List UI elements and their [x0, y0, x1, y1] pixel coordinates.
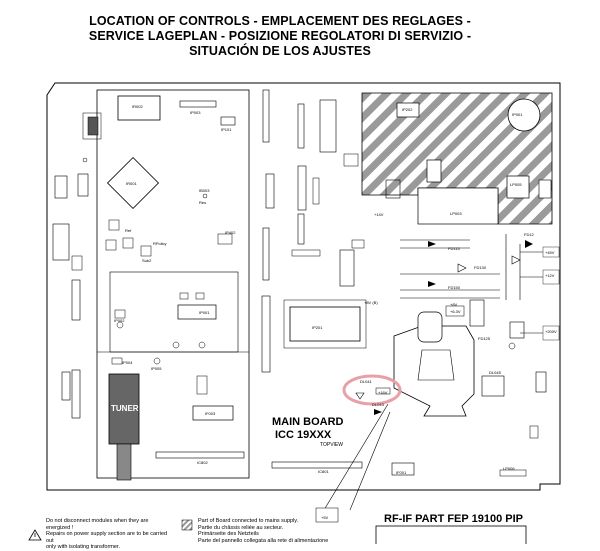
label-v5: +5V [321, 515, 329, 520]
highlight-dl041 [342, 374, 402, 406]
title-line-3: SITUACIÓN DE LOS AJUSTES [189, 44, 371, 58]
label-ip202: IP202 [402, 107, 413, 112]
rf-if-part-label: RF-IF PART FEP 19100 PIP [384, 513, 523, 525]
label-lp003: LP003 [450, 211, 462, 216]
main-board-label: MAIN BOARD ICC 19XXX [272, 416, 344, 442]
label-ip002: IP002 [114, 318, 125, 323]
label-if003: IF003 [205, 411, 216, 416]
rf-if-board [375, 525, 527, 544]
warning-note: Do not disconnect modules when they are … [46, 518, 174, 551]
mains-note-1: Part of Board connected to mains supply. [198, 518, 299, 524]
label-ic801: IC801 [318, 469, 329, 474]
label-v8: +8V [450, 302, 458, 307]
tuner-label: TUNER [111, 404, 139, 413]
title-line-1: LOCATION OF CONTROLS - EMPLACEMENT DES R… [89, 14, 471, 28]
label-ip101: IP101 [221, 127, 232, 132]
label-ib003: IB003 [199, 188, 210, 193]
label-ip003: IP003 [190, 110, 201, 115]
label-ip001: IP001 [199, 310, 210, 315]
label-ic802: IC802 [197, 460, 208, 465]
label-v14: +14V [374, 212, 384, 217]
main-board-line2: ICC 19XXX [275, 429, 332, 441]
inner-board [109, 271, 239, 353]
mains-note: Part of Board connected to mains supply.… [198, 518, 348, 544]
label-rpolicy: RPolicy [153, 241, 167, 246]
label-ir001: IR001 [126, 181, 137, 186]
warning-note-1: Do not disconnect modules when they are … [46, 518, 149, 531]
mains-note-2: Partie du châssis reliée au secteur. [198, 524, 284, 531]
flyback-transformer [393, 325, 475, 417]
main-board-sub: TOPVIEW [320, 442, 343, 448]
label-lp006: LP006 [503, 466, 515, 471]
label-ip201: IP201 [312, 325, 323, 330]
warning-note-2: Repairs on power supply section are to b… [46, 531, 168, 544]
label-sub2: Sub2 [142, 258, 152, 263]
mains-hatch-swatch-icon [181, 519, 193, 531]
label-v16: +16V [378, 390, 388, 395]
label-v12: +12V [545, 273, 555, 278]
tuner-can [108, 373, 140, 445]
label-fd150: FD150 [448, 285, 461, 290]
label-fd125: FD125 [478, 336, 491, 341]
board-outline [46, 82, 561, 491]
main-board-line1: MAIN BOARD [272, 416, 344, 428]
mains-note-3: Primärseite des Netzteils [198, 531, 259, 537]
label-v200: +200V [545, 329, 557, 334]
label-dl045: DL045 [489, 370, 501, 375]
page-title: LOCATION OF CONTROLS - EMPLACEMENT DES R… [0, 14, 560, 59]
label-lp005: LP005 [510, 182, 522, 187]
label-v45: +45V [545, 250, 555, 255]
label-fd115: FD115 [448, 246, 460, 251]
label-ip402: IP402 [225, 230, 236, 235]
label-v63: +6.3V [450, 309, 461, 314]
label-ref: Ref [125, 228, 132, 233]
label-ip005: IP005 [151, 366, 162, 371]
label-fd12: FD12 [524, 232, 534, 237]
label-ir002: IR002 [132, 104, 143, 109]
label-if001: IF001 [396, 470, 407, 475]
ip001-large-cap [507, 98, 541, 132]
label-ip004: IP004 [122, 360, 133, 365]
label-res: Res [199, 200, 207, 205]
left-subboard [96, 89, 250, 479]
label-ip001b: IP001 [512, 112, 523, 117]
mains-note-4: Parte del pannello collegata alla rete d… [198, 537, 329, 544]
label-fd130: FD130 [474, 265, 487, 270]
title-line-2: SERVICE LAGEPLAN - POSIZIONE REGOLATORI … [88, 29, 472, 43]
warning-note-3: only with isolating transformer. [46, 544, 120, 550]
label-dl043: DL043 [372, 402, 384, 407]
label-dl041: DL041 [360, 379, 372, 384]
label-vmb: +8V (B) [364, 300, 378, 305]
